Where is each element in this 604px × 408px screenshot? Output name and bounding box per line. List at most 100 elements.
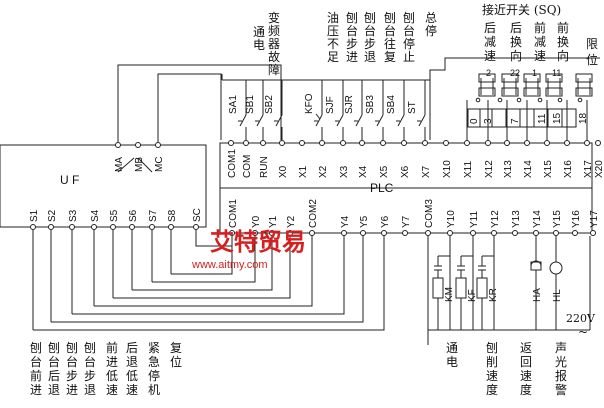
uf-input-label-s1: S1	[29, 209, 40, 222]
plc-output-terminal-y7	[402, 230, 408, 236]
plc-output-label-com2: COM2	[308, 199, 319, 228]
terminal-number-0: 0	[469, 118, 480, 124]
label-reciprocate: 刨台往复	[384, 10, 396, 64]
watermark-url: www.aitmy.com	[191, 259, 268, 271]
plc-input-terminal-x1	[299, 140, 305, 146]
switch-contact	[275, 114, 283, 127]
plc-output-terminal-y16	[572, 230, 578, 236]
plc-input-terminal-x12	[485, 140, 491, 146]
plc-input-terminal-com	[243, 140, 249, 146]
label-bottom-power-on: 通电	[446, 341, 458, 369]
label-limit: 限位	[586, 37, 598, 67]
switch-label-sjf: SJF	[325, 96, 336, 114]
wire-uf-cmd-to-plc	[113, 236, 291, 299]
plc-output-label-y11: Y11	[469, 211, 480, 228]
label-low-oil-pressure: 油压不足	[327, 11, 339, 64]
switch-contact	[256, 114, 264, 127]
plc-input-label-com1: COM1	[227, 149, 238, 178]
uf-input-terminal-s1	[30, 224, 36, 230]
plc-output-label-y2: Y2	[286, 215, 297, 228]
sq-terminal	[537, 97, 543, 103]
lamp-hl	[549, 261, 563, 275]
sq-contact-box	[501, 73, 519, 83]
plc-output-label-y16: Y16	[571, 210, 582, 228]
plc-input-label-x11: X11	[463, 161, 474, 178]
plc-input-label-com: COM	[242, 155, 253, 178]
sq-contact-pair	[480, 78, 494, 95]
uf-relay-label-mb: MB	[134, 157, 145, 172]
plc-output-terminal-y10	[447, 230, 453, 236]
plc-input-label-x17: X17	[583, 160, 594, 178]
label-rear-decel: 后减速	[484, 21, 496, 63]
buzzer-ha	[530, 261, 542, 271]
plc-output-terminal-y15	[553, 230, 559, 236]
terminal-strip	[467, 108, 577, 128]
label-power-on: 通电	[253, 25, 265, 52]
sq-contact-box	[523, 73, 541, 83]
plc-input-terminal-x10	[443, 140, 449, 146]
uf-input-terminal-s7	[149, 224, 155, 230]
wire-uf-cmd-to-plc	[72, 236, 345, 315]
uf-input-terminal-s8	[168, 224, 174, 230]
plc-input-label-x7: X7	[421, 165, 432, 178]
label-inverter-fault: 变频器故障	[268, 10, 280, 77]
switch-label-st: ST	[407, 101, 418, 114]
plc-input-label-run: RUN	[259, 156, 270, 178]
plc-output-label-y13: Y13	[511, 210, 522, 228]
plc-output-label-y0: Y0	[251, 215, 262, 228]
load-coil-km	[432, 277, 444, 299]
plc-output-label-y4: Y4	[340, 215, 351, 228]
plc-input-terminal-x17	[584, 140, 590, 146]
plc-output-terminal-y13	[512, 230, 518, 236]
plc-input-label-x15: X15	[543, 160, 554, 178]
watermark-cn: 艾特贸易	[210, 229, 306, 256]
sq-terminal	[577, 97, 583, 103]
plc-input-terminal-x4	[359, 140, 365, 146]
plc-output-terminal-y17	[590, 230, 596, 236]
sq-number-1: 22	[510, 68, 520, 78]
plc-output-label-y1: Y1	[268, 215, 279, 228]
uf-relay-contact	[137, 157, 153, 173]
plc-label: PLC	[370, 181, 394, 195]
switch-label-sa1: SA1	[228, 95, 239, 114]
label-step-back: 刨台步退	[364, 10, 376, 64]
label-master-stop: 总停	[425, 11, 437, 38]
label-uf-cmd-1: 刨台后退	[48, 340, 60, 397]
plc-input-label-x20: X20	[594, 160, 604, 178]
sq-terminal	[516, 97, 522, 103]
plc-output-terminal-y1	[269, 230, 275, 236]
uf-input-terminal-s4	[91, 224, 97, 230]
uf-input-label-sc: SC	[192, 208, 203, 222]
terminal-number-11: 11	[537, 113, 548, 124]
sq-contact-box	[478, 73, 496, 83]
uf-input-label-s4: S4	[90, 209, 101, 222]
plc-input-label-x16: X16	[563, 160, 574, 178]
plc-input-terminal-x14	[524, 140, 530, 146]
uf-input-terminal-s6	[129, 224, 135, 230]
plc-input-terminal-run	[260, 140, 266, 146]
label-return-speed: 返回速度	[520, 341, 532, 397]
plc-input-terminal-x0	[279, 140, 285, 146]
plc-input-terminal-x16	[564, 140, 570, 146]
supply-voltage: 220V	[566, 312, 596, 325]
plc-input-terminal-x3	[340, 140, 346, 146]
label-uf-cmd-4: 前进低速	[106, 340, 118, 397]
label-uf-cmd-5: 后退低速	[126, 341, 138, 397]
switch-label-sb1: SB1	[245, 95, 256, 114]
sq-contact-pair	[577, 78, 591, 95]
load-label-kf: KF	[467, 289, 478, 302]
wire-uf-cmd-to-plc	[94, 236, 313, 307]
load-capacitor	[434, 256, 442, 271]
plc-input-label-x2: X2	[318, 165, 329, 178]
switch-mark	[315, 113, 321, 120]
label-front-reverse: 前换向	[557, 20, 569, 63]
sq-contact-pair	[547, 78, 561, 95]
uf-input-label-s6: S6	[128, 209, 139, 222]
terminal-number-15: 15	[552, 112, 563, 124]
sq-contact-box	[545, 87, 563, 97]
label-uf-cmd-0: 刨台前进	[30, 340, 42, 397]
switch-label-kfo: KFO	[304, 93, 315, 114]
load-coil-kr	[476, 277, 488, 299]
